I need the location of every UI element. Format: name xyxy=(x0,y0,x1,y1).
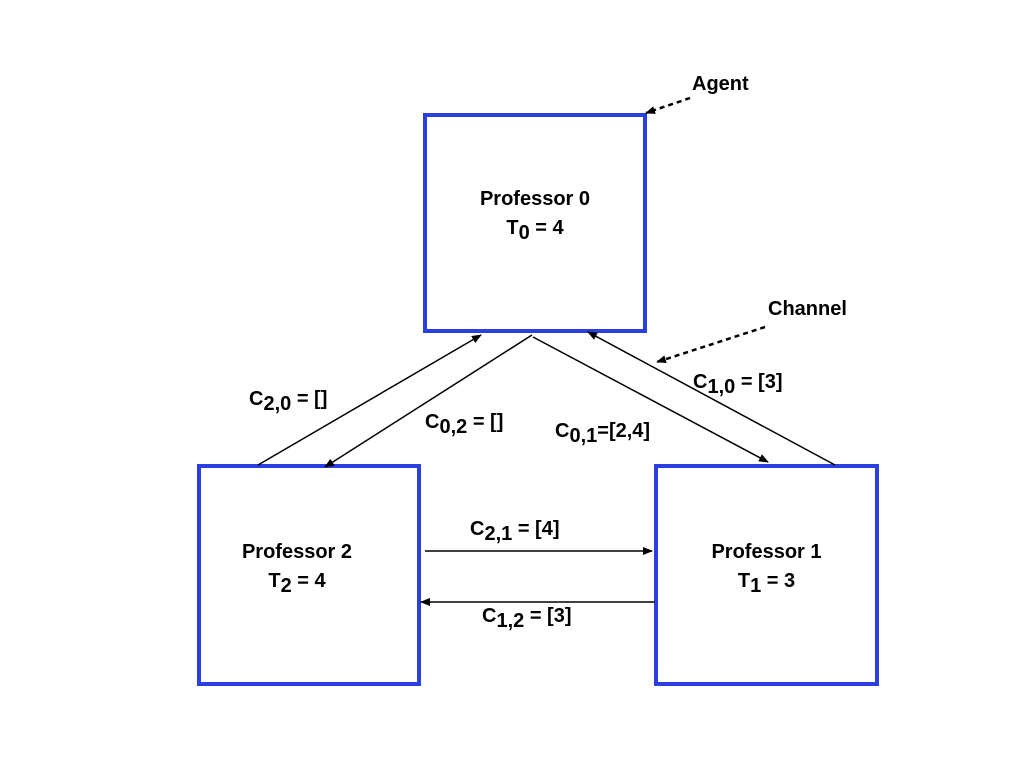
professor-0-box xyxy=(423,113,647,333)
channel-2-0-label: C2,0 = [] xyxy=(249,388,328,415)
channel-1-0-arrow xyxy=(587,331,836,466)
channel-annotation: Channel xyxy=(768,298,847,320)
professor-0-title: Professor 0 xyxy=(479,188,591,210)
channel-0-2-label: C0,2 = [] xyxy=(425,411,504,438)
channel-0-2-arrow xyxy=(324,334,533,468)
professor-1-label: Professor 1 T1 = 3 xyxy=(656,538,877,597)
professor-1-box xyxy=(654,464,879,686)
professor-0-label: Professor 0 T0 = 4 xyxy=(425,185,645,244)
professor-1-time: T1 = 3 xyxy=(737,570,796,597)
channel-0-1-label: C0,1=[2,4] xyxy=(555,420,651,447)
channel-0-1-arrow xyxy=(532,336,769,463)
channel-2-0-arrow xyxy=(257,334,482,466)
channel-2-1-label: C2,1 = [4] xyxy=(470,518,560,545)
professor-2-box xyxy=(197,464,421,686)
professor-0-time: T0 = 4 xyxy=(506,217,564,244)
professor-1-title: Professor 1 xyxy=(711,541,822,563)
professor-2-title: Professor 2 xyxy=(241,541,353,563)
professor-2-label: Professor 2 T2 = 4 xyxy=(187,538,407,597)
agent-annotation: Agent xyxy=(692,73,749,95)
professor-2-time: T2 = 4 xyxy=(268,570,326,597)
channel-pointer-arrow xyxy=(656,325,766,364)
agent-pointer-arrow xyxy=(645,96,691,115)
channel-1-0-label: C1,0 = [3] xyxy=(693,371,783,398)
channel-1-2-label: C1,2 = [3] xyxy=(482,605,572,632)
